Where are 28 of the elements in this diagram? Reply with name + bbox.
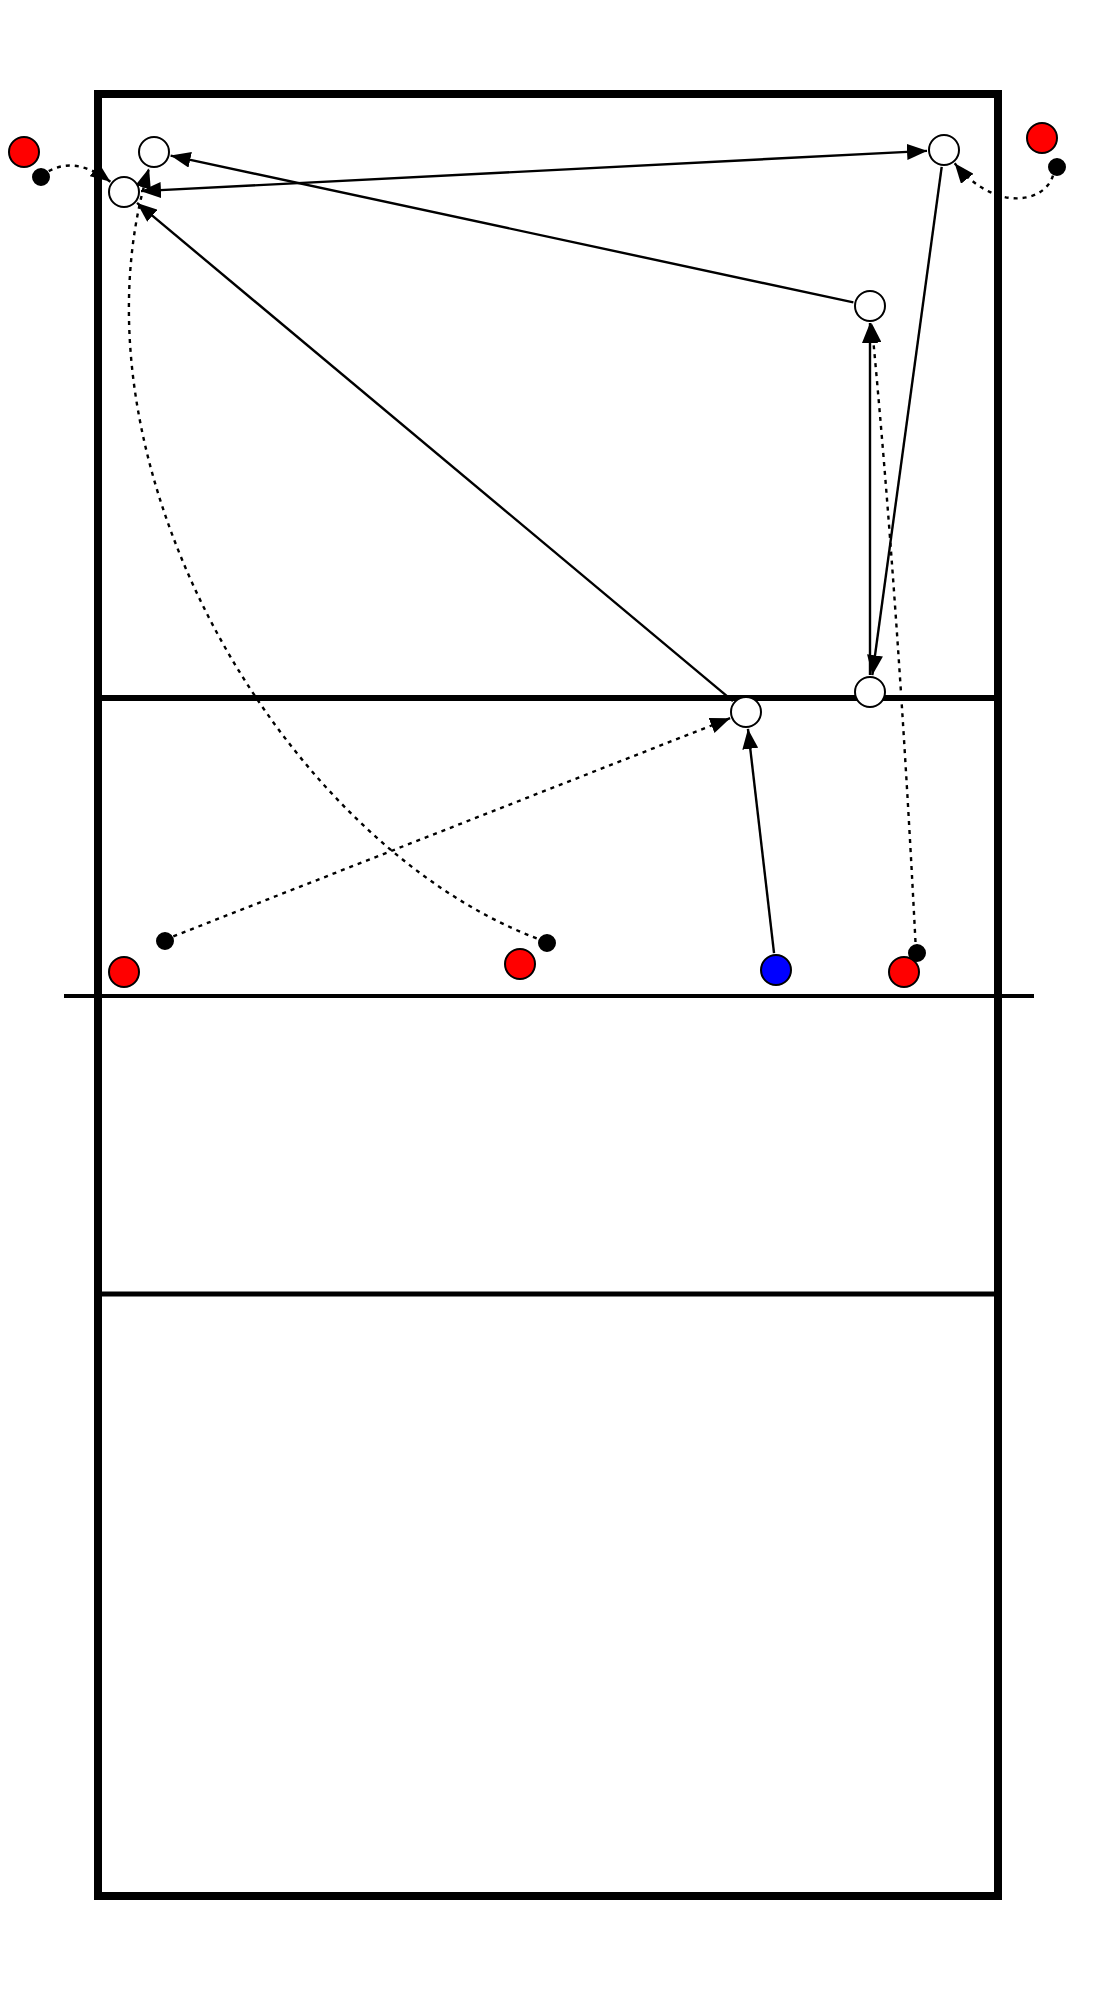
ball-icon: [1047, 157, 1065, 175]
arrow: [867, 166, 943, 676]
dotted-arrow: [865, 322, 917, 943]
arrow: [742, 728, 776, 954]
ball-icon: [537, 933, 555, 951]
player-icon: [760, 954, 792, 986]
player-icon: [504, 948, 536, 980]
arrow: [136, 201, 734, 703]
position-marker-icon: [854, 676, 886, 708]
position-marker-icon: [730, 696, 762, 728]
position-marker-icon: [108, 176, 140, 208]
ball-icon: [31, 167, 49, 185]
dotted-arrow: [48, 163, 112, 183]
arrow: [862, 323, 878, 675]
position-marker-icon: [854, 290, 886, 322]
position-marker-icon: [138, 136, 170, 168]
double-headed-arrow: [140, 143, 928, 199]
dotted-arrow: [172, 717, 731, 938]
arrow: [170, 151, 854, 304]
player-icon: [1026, 122, 1058, 154]
player-icon: [8, 136, 40, 168]
player-icon: [888, 956, 920, 988]
player-icon: [108, 956, 140, 988]
ball-icon: [907, 943, 925, 961]
ball-icon: [155, 931, 173, 949]
position-marker-icon: [928, 134, 960, 166]
dotted-arrow: [128, 168, 538, 940]
dotted-arrow: [953, 162, 1055, 200]
